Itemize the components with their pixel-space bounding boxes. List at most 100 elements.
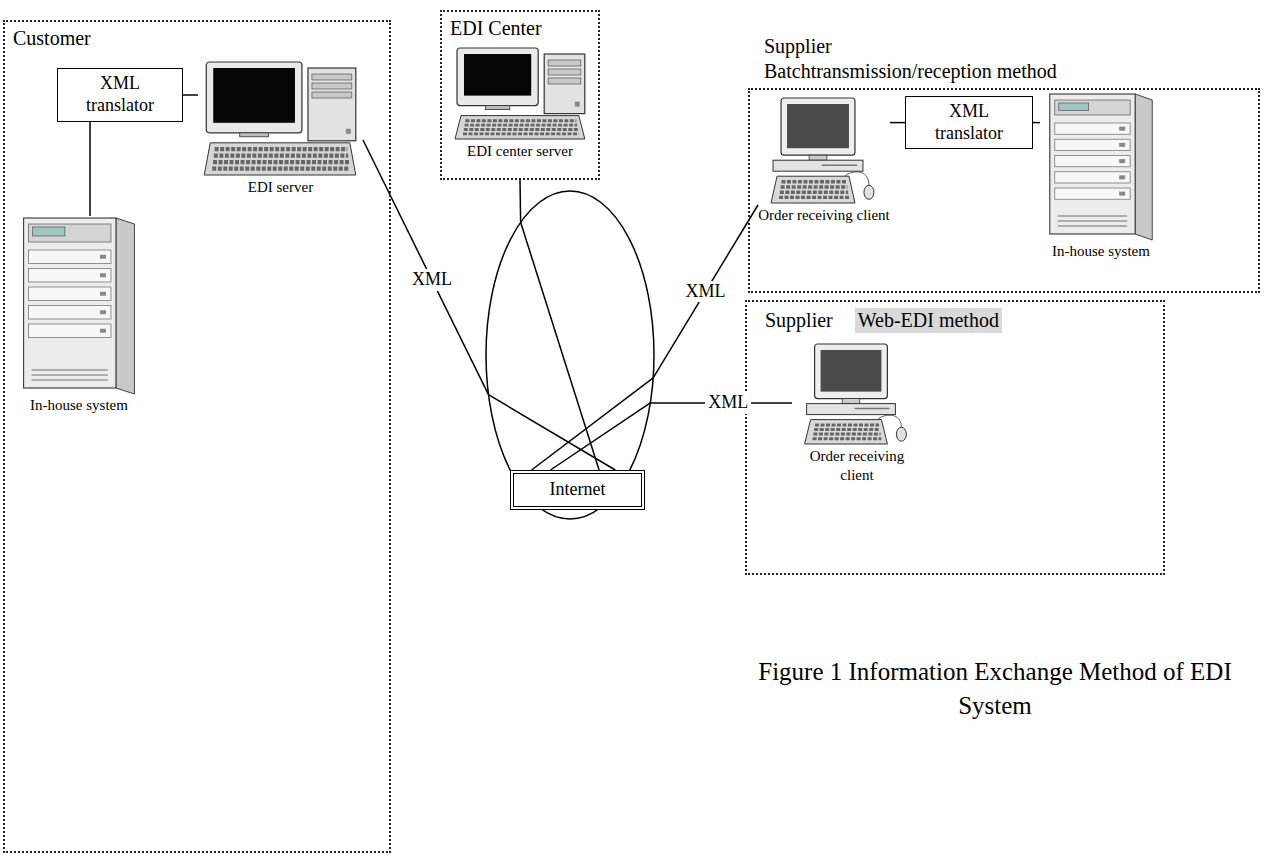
mouse bbox=[896, 427, 906, 441]
status-display bbox=[1059, 103, 1089, 111]
monitor-neck bbox=[809, 155, 827, 160]
vent-line bbox=[1058, 225, 1127, 227]
monitor-stand bbox=[240, 133, 269, 137]
bay-knob bbox=[100, 310, 106, 314]
keyboard-keys bbox=[780, 191, 848, 194]
keyboard-keys bbox=[215, 147, 348, 151]
bay-knob bbox=[1119, 127, 1125, 131]
network-route bbox=[521, 222, 599, 470]
drive-bay bbox=[29, 287, 111, 301]
edge-label: XML bbox=[683, 281, 729, 303]
keyboard bbox=[771, 176, 855, 203]
bay-knob bbox=[100, 273, 106, 277]
network-outline bbox=[486, 191, 654, 519]
keyboard bbox=[204, 143, 356, 175]
device-picture bbox=[758, 96, 890, 206]
device-label: Order receiving client bbox=[758, 206, 890, 225]
vent-line bbox=[1058, 215, 1127, 217]
control-panel bbox=[29, 224, 111, 242]
bay-knob bbox=[1119, 192, 1125, 196]
bay-knob bbox=[1119, 159, 1125, 163]
heading-block: EDI Center bbox=[450, 16, 542, 41]
monitor-neck bbox=[842, 399, 859, 404]
monitor-frame bbox=[815, 344, 888, 399]
keyboard-keys bbox=[464, 128, 578, 131]
keyboard-keys bbox=[815, 423, 879, 426]
drive-slot bbox=[855, 408, 890, 410]
keyboard-keys bbox=[212, 167, 350, 171]
host-server: In-house system bbox=[1040, 92, 1162, 261]
keyboard-keys bbox=[465, 119, 576, 122]
monitor-stand bbox=[485, 106, 509, 110]
drive-bay bbox=[312, 74, 352, 80]
edge-label: XML bbox=[705, 392, 751, 414]
network-cloud: Internet bbox=[485, 190, 655, 520]
keyboard-keys bbox=[813, 433, 880, 436]
keyboard-keys bbox=[814, 428, 880, 431]
region-heading: Batchtransmission/reception method bbox=[764, 59, 1064, 84]
drive-bay bbox=[1055, 172, 1130, 183]
keyboard-keys bbox=[213, 160, 349, 164]
drive-bay bbox=[548, 60, 581, 66]
supplier-region: Supplier Web-EDI methodOrder receiving cl… bbox=[745, 300, 1165, 575]
cabinet-side bbox=[116, 218, 134, 394]
region-heading: Web-EDI method bbox=[855, 308, 1002, 333]
keyboard-keys bbox=[781, 180, 846, 183]
device-picture bbox=[792, 342, 922, 447]
drive-bay bbox=[548, 69, 581, 75]
cabinet-front bbox=[1050, 94, 1135, 234]
network-label: Internet bbox=[550, 480, 606, 500]
bay-knob bbox=[1119, 175, 1125, 179]
device-picture bbox=[1040, 92, 1162, 242]
bay-knob bbox=[1119, 143, 1125, 147]
keyboard-keys bbox=[463, 132, 579, 135]
keyboard bbox=[455, 116, 585, 139]
control-panel bbox=[1055, 100, 1130, 115]
tower-case bbox=[544, 54, 585, 114]
bay-knob bbox=[100, 255, 106, 259]
power-button bbox=[575, 102, 580, 107]
server-computer: EDI center server bbox=[450, 46, 590, 161]
cabinet-front bbox=[24, 218, 116, 388]
network-route bbox=[532, 378, 654, 470]
cabinet-side bbox=[1135, 94, 1152, 240]
status-display bbox=[33, 227, 65, 236]
heading-block: SupplierBatchtransmission/reception meth… bbox=[764, 34, 1064, 84]
vent-line bbox=[32, 374, 108, 376]
device-label: EDI center server bbox=[450, 142, 590, 161]
region-heading: Supplier bbox=[765, 308, 833, 333]
translator-box: XML translator bbox=[57, 68, 183, 122]
mouse-cord bbox=[877, 415, 901, 427]
monitor-frame bbox=[781, 98, 855, 155]
monitor-frame bbox=[206, 62, 302, 133]
drive-bay bbox=[1055, 188, 1130, 199]
vent-line bbox=[32, 369, 108, 371]
connector bbox=[653, 205, 758, 378]
edge-label: XML bbox=[409, 269, 455, 291]
connector bbox=[183, 94, 198, 96]
keyboard-keys bbox=[214, 153, 348, 157]
drive-bay bbox=[29, 324, 111, 338]
supplier-region: SupplierBatchtransmission/reception meth… bbox=[748, 88, 1260, 293]
connector bbox=[89, 122, 91, 216]
customer-region: CustomerXML translatorEDI serverIn-house… bbox=[3, 20, 391, 853]
keyboard bbox=[805, 420, 888, 444]
region-heading: Supplier bbox=[764, 34, 1064, 59]
heading-block: Customer bbox=[13, 26, 91, 51]
mouse bbox=[864, 185, 874, 199]
figure-caption: Figure 1 Information Exchange Method of … bbox=[755, 655, 1235, 723]
power-button bbox=[346, 129, 351, 134]
device-label: In-house system bbox=[13, 396, 145, 415]
keyboard-keys bbox=[779, 196, 849, 199]
connector bbox=[519, 180, 521, 222]
box-label: XML translator bbox=[66, 73, 174, 116]
monitor-screen bbox=[821, 350, 882, 392]
base-unit bbox=[807, 404, 896, 415]
device-picture bbox=[13, 216, 145, 396]
monitor-screen bbox=[464, 54, 531, 96]
drive-bay bbox=[1055, 156, 1130, 167]
keyboard-keys bbox=[813, 437, 882, 440]
client-computer: Order receiving client bbox=[792, 342, 922, 485]
translator-box: XML translator bbox=[905, 96, 1033, 149]
